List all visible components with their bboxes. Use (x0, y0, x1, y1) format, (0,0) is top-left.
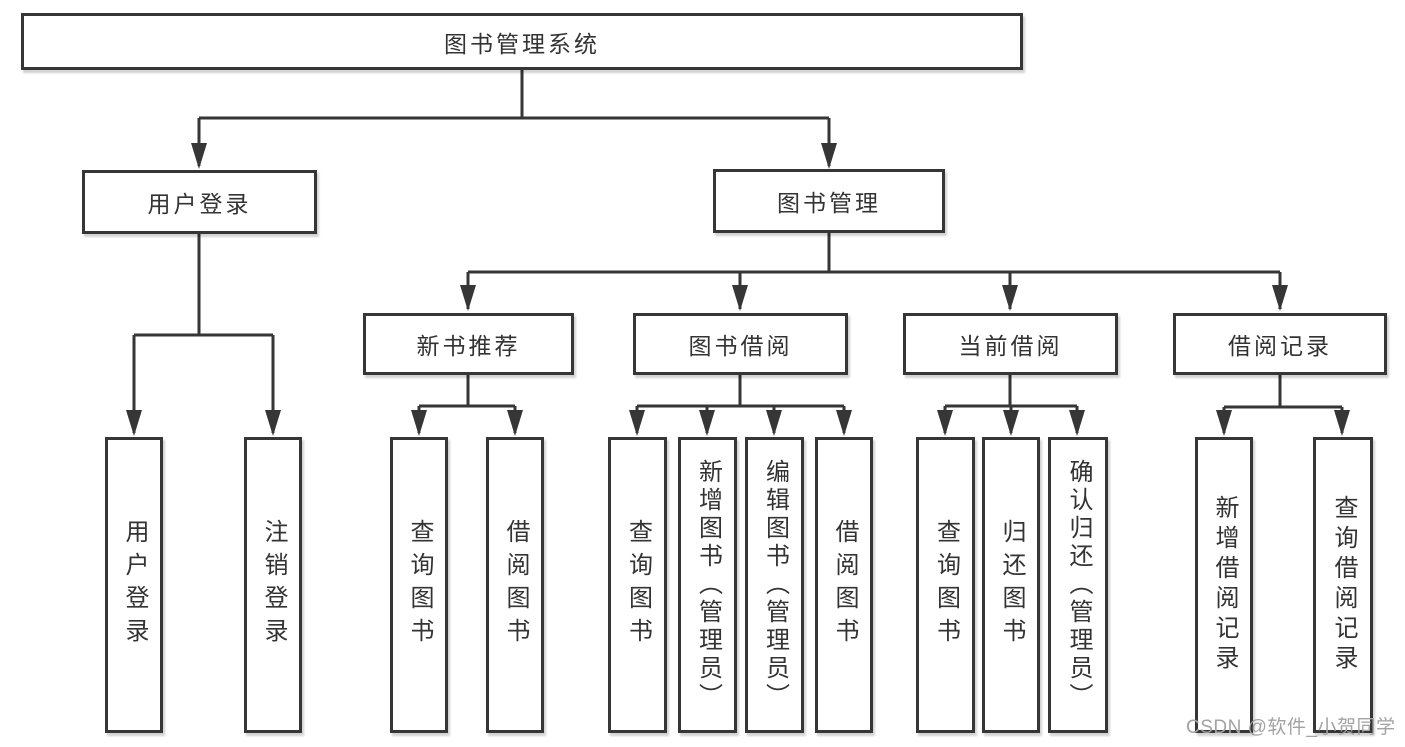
leaf-add-borrow-record: 新增借阅记录 (1195, 437, 1253, 733)
leaf-add-books-admin: 新增图书（管理员） (678, 437, 737, 733)
tree-edges (132, 68, 1344, 433)
leaf-borrow-books: 借阅图书 (815, 437, 873, 733)
leaf-return-books: 归还图书 (982, 437, 1040, 733)
arrow-down-icon (126, 410, 142, 436)
leaf-query-borrow-record: 查询借阅记录 (1313, 437, 1373, 733)
leaf-user-login: 用户登录 (105, 437, 163, 733)
arrow-down-icon (1334, 410, 1350, 436)
node-book-management: 图书管理 (713, 169, 945, 233)
arrow-down-icon (507, 410, 523, 436)
arrow-down-icon (766, 410, 782, 436)
arrowheads (126, 143, 1350, 436)
leaf-query-books: 查询图书 (608, 437, 667, 733)
arrow-down-icon (699, 410, 715, 436)
arrow-down-icon (821, 143, 837, 169)
arrow-down-icon (460, 285, 476, 311)
arrow-down-icon (411, 410, 427, 436)
node-borrowing-records: 借阅记录 (1173, 313, 1387, 375)
arrow-down-icon (1069, 410, 1085, 436)
arrow-down-icon (191, 143, 207, 169)
arrow-down-icon (937, 410, 953, 436)
leaf-query-books: 查询图书 (390, 437, 448, 733)
node-book-management-system: 图书管理系统 (21, 13, 1023, 70)
leaf-borrow-books: 借阅图书 (486, 437, 544, 733)
arrow-down-icon (265, 410, 281, 436)
arrow-down-icon (836, 410, 852, 436)
leaf-edit-books-admin: 编辑图书（管理员） (745, 437, 804, 733)
arrow-down-icon (732, 285, 748, 311)
leaf-logout: 注销登录 (244, 437, 302, 733)
node-new-book-recommend: 新书推荐 (363, 313, 574, 375)
arrow-down-icon (1216, 410, 1232, 436)
arrow-down-icon (1272, 285, 1288, 311)
arrow-down-icon (629, 410, 645, 436)
arrow-down-icon (1002, 285, 1018, 311)
watermark: CSDN @软件_小贺同学 (1186, 717, 1396, 738)
node-user-login: 用户登录 (82, 170, 317, 234)
node-book-borrowing: 图书借阅 (633, 313, 848, 375)
arrow-down-icon (1003, 410, 1019, 436)
leaf-query-books: 查询图书 (916, 437, 975, 733)
node-current-borrowing: 当前借阅 (903, 313, 1118, 375)
leaf-confirm-return-admin: 确认归还（管理员） (1048, 437, 1108, 733)
